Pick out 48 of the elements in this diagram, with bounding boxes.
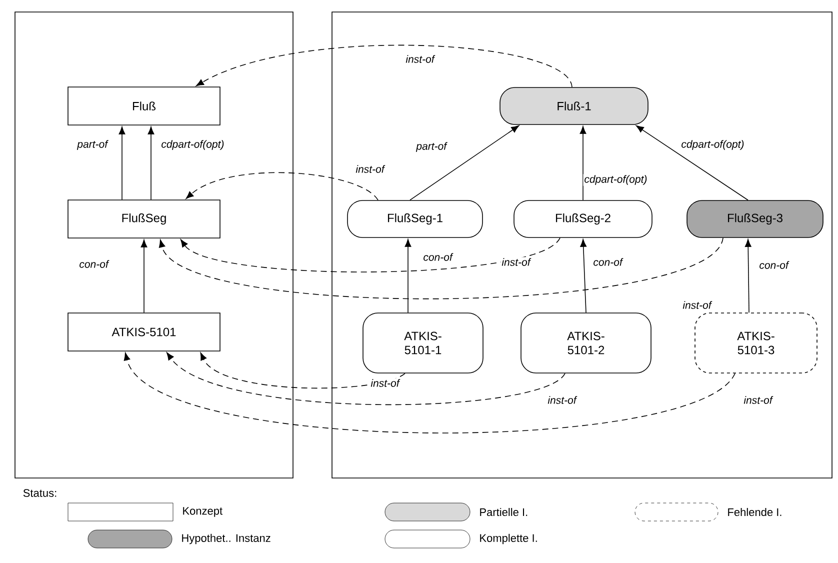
instance-pill: FlußSeg-2: [514, 200, 652, 238]
edge-label: part-of: [76, 139, 109, 151]
edge-label: inst-of: [370, 378, 400, 388]
arrow: [636, 125, 748, 200]
edge-label: inst-of: [682, 300, 712, 310]
concept-box: FlußSeg: [68, 200, 220, 238]
edge-label: con-of: [78, 259, 110, 269]
edge-label: cdpart-of(opt): [680, 139, 746, 151]
arrow: [580, 239, 587, 313]
instance-pill: ATKIS-5101-1: [362, 312, 484, 374]
arrow: [180, 238, 560, 272]
arrow: [186, 172, 378, 200]
edge-label: con-of: [422, 252, 454, 262]
arrow: [404, 239, 412, 313]
concept-box: Fluß: [68, 86, 220, 126]
legend-text: Konzept: [183, 507, 222, 517]
edge-label: part-of: [415, 141, 448, 153]
edge-label: inst-of: [546, 395, 578, 405]
edge-label: con-of: [592, 257, 624, 267]
legend-text: Komplette I.: [480, 534, 537, 544]
arrow: [118, 126, 126, 200]
legend-text: Fehlende I.: [728, 508, 782, 516]
arrow: [148, 126, 154, 200]
panel-frame: [332, 12, 832, 478]
arrow: [196, 45, 572, 88]
legend-text: Hypothet.. Instanz: [182, 534, 270, 544]
edge-label: inst-of: [404, 54, 436, 64]
legend-text: Partielle I.: [480, 508, 528, 516]
instance-pill: Fluß-1: [500, 87, 648, 125]
arrow: [200, 352, 406, 389]
arrow: [580, 126, 586, 200]
concept-box: ATKIS-5101: [68, 312, 220, 352]
edge-label: con-of: [758, 260, 790, 270]
instance-pill: FlußSeg-1: [347, 200, 483, 238]
edge-label: inst-of: [500, 257, 532, 267]
arrow: [410, 125, 520, 200]
edge-label: cdpart-of(opt): [160, 139, 226, 151]
legend-heading: Status:: [23, 489, 56, 497]
arrow: [744, 239, 752, 313]
edge-label: cdpart-of(opt): [583, 174, 648, 186]
instance-pill: ATKIS-5101-3: [694, 312, 818, 374]
instance-pill: ATKIS-5101-2: [520, 312, 652, 374]
instance-pill: FlußSeg-3: [686, 200, 824, 238]
panel-frame: [14, 12, 294, 478]
edge-label: inst-of: [354, 164, 386, 174]
edge-label: inst-of: [742, 395, 774, 405]
arrow: [166, 352, 566, 405]
arrow: [140, 240, 148, 313]
